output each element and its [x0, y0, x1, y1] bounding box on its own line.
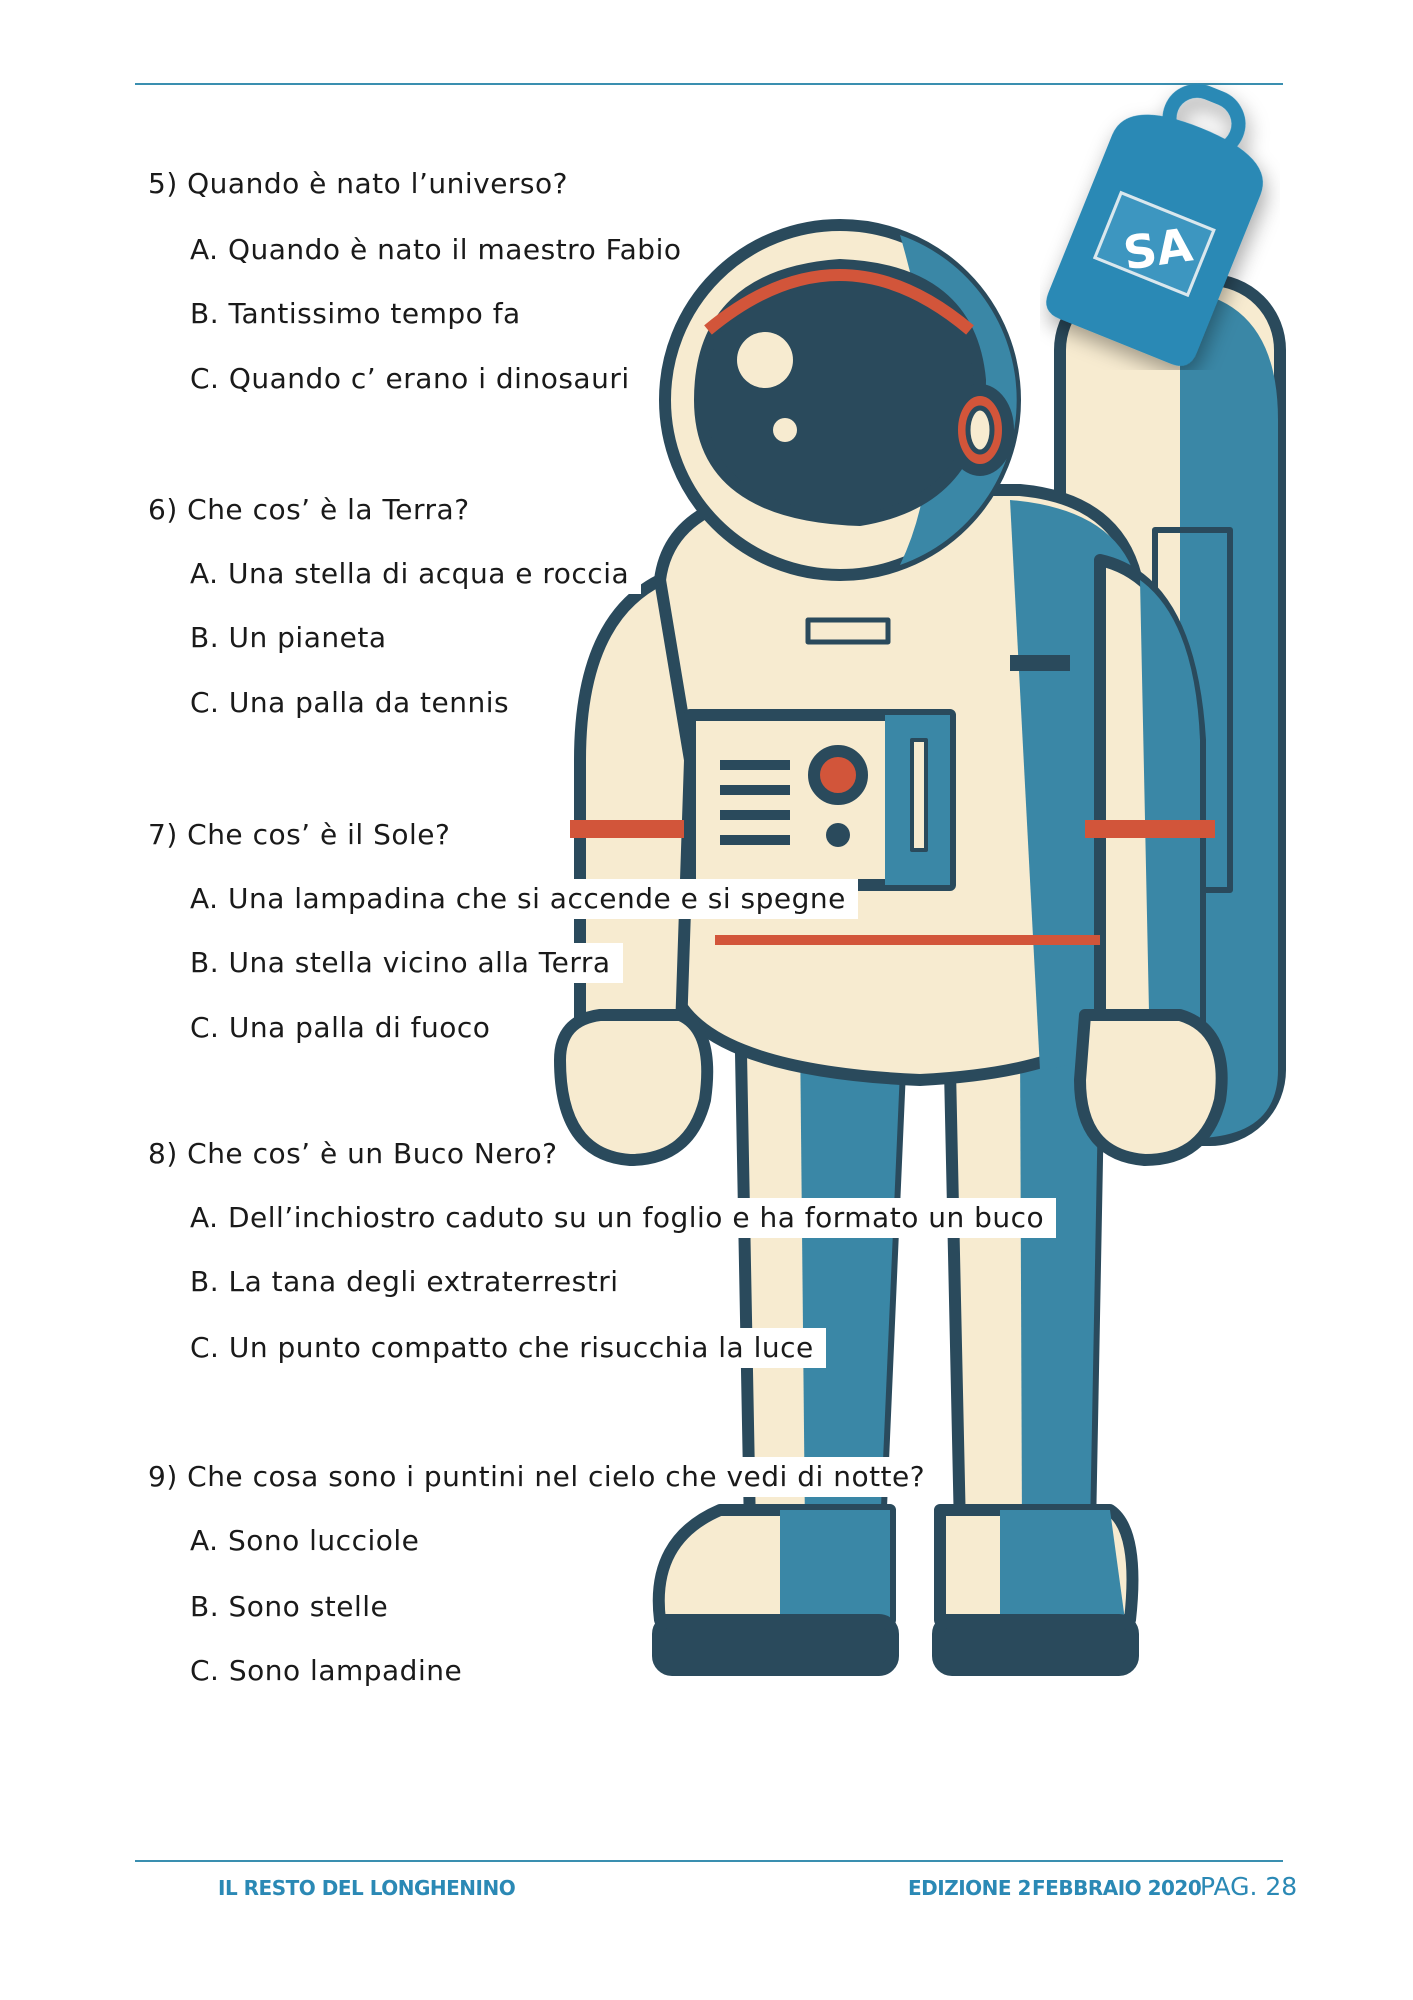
issue-date: FEBBRAIO 2020 [1032, 1876, 1202, 1900]
question-6-option-c: C. Una palla da tennis [190, 683, 522, 723]
question-8-option-b: B. La tana degli extraterrestri [190, 1262, 631, 1302]
question-9-option-a: A. Sono lucciole [190, 1521, 432, 1561]
backpack-icon: SA [1046, 83, 1263, 366]
question-5-option-a: A. Quando è nato il maestro Fabio [190, 230, 694, 270]
question-5-option-b: B. Tantissimo tempo fa [190, 294, 533, 334]
question-8-option-a: A. Dell’inchiostro caduto su un foglio e… [190, 1198, 1057, 1238]
question-5: 5) Quando è nato l’universo? [148, 164, 579, 204]
publication-name: IL RESTO DEL LONGHENINO [218, 1876, 516, 1900]
name-tag [805, 617, 891, 645]
question-7-option-a: A. Una lampadina che si accende e si spe… [190, 879, 858, 919]
question-8: 8) Che cos’ è un Buco Nero? [148, 1134, 568, 1174]
question-9-option-c: C. Sono lampadine [190, 1651, 475, 1691]
question-6: 6) Che cos’ è la Terra? [148, 490, 480, 530]
left-glove [554, 1009, 714, 1166]
logo-text: SA [1120, 217, 1196, 280]
question-9-option-b: B. Sono stelle [190, 1587, 401, 1627]
visor [694, 259, 986, 526]
question-9: 9) Che cosa sono i puntini nel cielo che… [148, 1457, 936, 1497]
edition-label: EDIZIONE 2 [908, 1876, 1031, 1900]
right-glove [1074, 1009, 1228, 1166]
question-7: 7) Che cos’ è il Sole? [148, 815, 461, 855]
page-number: PAG. 28 [1200, 1872, 1298, 1901]
question-6-option-b: B. Un pianeta [190, 618, 399, 658]
question-5-option-c: C. Quando c’ erano i dinosauri [190, 359, 642, 399]
question-6-option-a: A. Una stella di acqua e roccia [190, 554, 642, 594]
astronaut-illustration [554, 219, 1286, 1676]
question-7-option-c: C. Una palla di fuoco [190, 1008, 503, 1048]
question-7-option-b: B. Una stella vicino alla Terra [190, 943, 623, 983]
question-8-option-c: C. Un punto compatto che risucchia la lu… [190, 1328, 826, 1368]
footer-rule [135, 1860, 1283, 1862]
header-rule [135, 83, 1283, 85]
